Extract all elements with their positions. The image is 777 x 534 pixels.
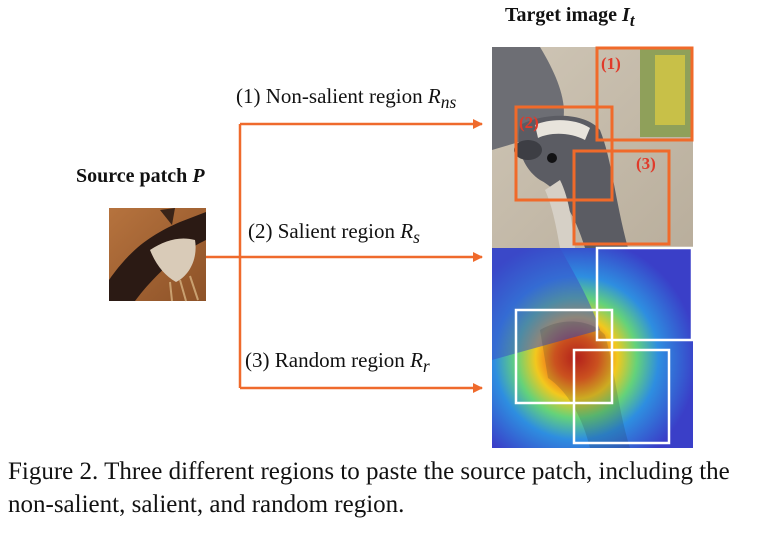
region-label-nonsalient: (1) Non-salient region Rns xyxy=(236,84,457,113)
target-image-title: Target image It xyxy=(505,4,635,30)
region-label-random: (3) Random region Rr xyxy=(245,348,430,377)
heatmap-box-2 xyxy=(514,308,614,405)
region-boxes-photo xyxy=(514,46,694,246)
arrows xyxy=(206,119,483,393)
target-image-heatmap xyxy=(492,248,693,448)
heatmap-box-1 xyxy=(595,246,694,342)
figure-caption: Figure 2. Three different regions to pas… xyxy=(8,458,730,518)
region-box-label-2: (2) xyxy=(519,113,539,132)
region-box-2 xyxy=(514,105,614,202)
region-box-3 xyxy=(572,149,671,246)
heatmap-box-3 xyxy=(572,348,671,445)
source-patch-title: Source patch P xyxy=(76,165,205,187)
region-box-label-3: (3) xyxy=(636,154,656,173)
source-patch-image xyxy=(109,208,206,302)
target-image-photo xyxy=(492,47,693,248)
region-box-1 xyxy=(595,46,694,142)
region-label-salient: (2) Salient region Rs xyxy=(248,219,420,248)
region-box-label-1: (1) xyxy=(601,54,621,73)
region-boxes-heatmap xyxy=(514,246,694,445)
